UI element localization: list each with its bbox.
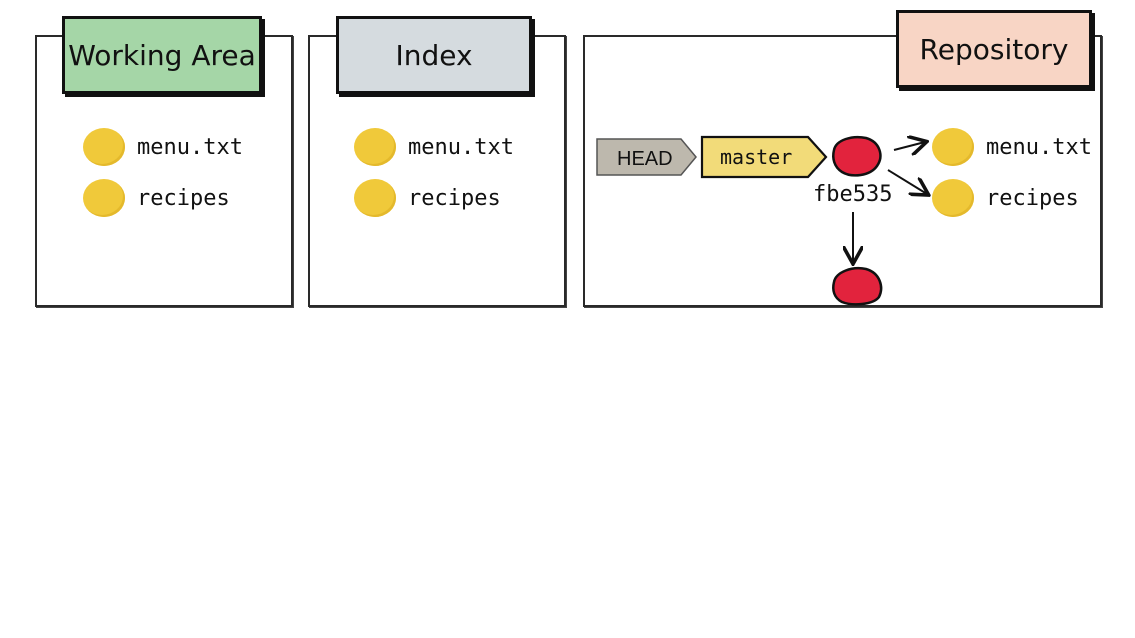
arrow-to-menu <box>893 142 925 150</box>
master-branch-pointer: master <box>700 135 828 179</box>
file-blob-icon <box>83 179 125 217</box>
working-area-title: Working Area <box>68 38 256 72</box>
file-name: menu.txt <box>137 134 243 160</box>
index-file-recipes: recipes <box>354 179 501 217</box>
index-file-menu: menu.txt <box>354 128 514 166</box>
index-title: Index <box>395 38 473 72</box>
index-tab: Index <box>336 16 532 94</box>
file-blob-icon <box>354 179 396 217</box>
head-pointer: HEAD <box>596 138 697 176</box>
repository-file-menu: menu.txt <box>932 128 1092 166</box>
file-name: menu.txt <box>408 134 514 160</box>
repository-file-recipes: recipes <box>932 179 1079 217</box>
repository-title: Repository <box>919 32 1069 66</box>
file-name: menu.txt <box>986 134 1092 160</box>
file-blob-icon <box>83 128 125 166</box>
file-blob-icon <box>932 128 974 166</box>
branch-label: master <box>720 145 792 169</box>
file-blob-icon <box>932 179 974 217</box>
commit-icon <box>832 135 882 177</box>
working-area-tab: Working Area <box>62 16 262 94</box>
repository-tab: Repository <box>896 10 1092 88</box>
file-name: recipes <box>137 185 230 211</box>
head-label: HEAD <box>617 148 673 170</box>
commit-hash: fbe535 <box>813 182 893 207</box>
parent-commit-icon <box>832 267 883 306</box>
file-name: recipes <box>408 185 501 211</box>
file-blob-icon <box>354 128 396 166</box>
file-name: recipes <box>986 185 1079 211</box>
arrow-to-recipes <box>887 169 927 194</box>
working-area-file-menu: menu.txt <box>83 128 243 166</box>
working-area-file-recipes: recipes <box>83 179 230 217</box>
